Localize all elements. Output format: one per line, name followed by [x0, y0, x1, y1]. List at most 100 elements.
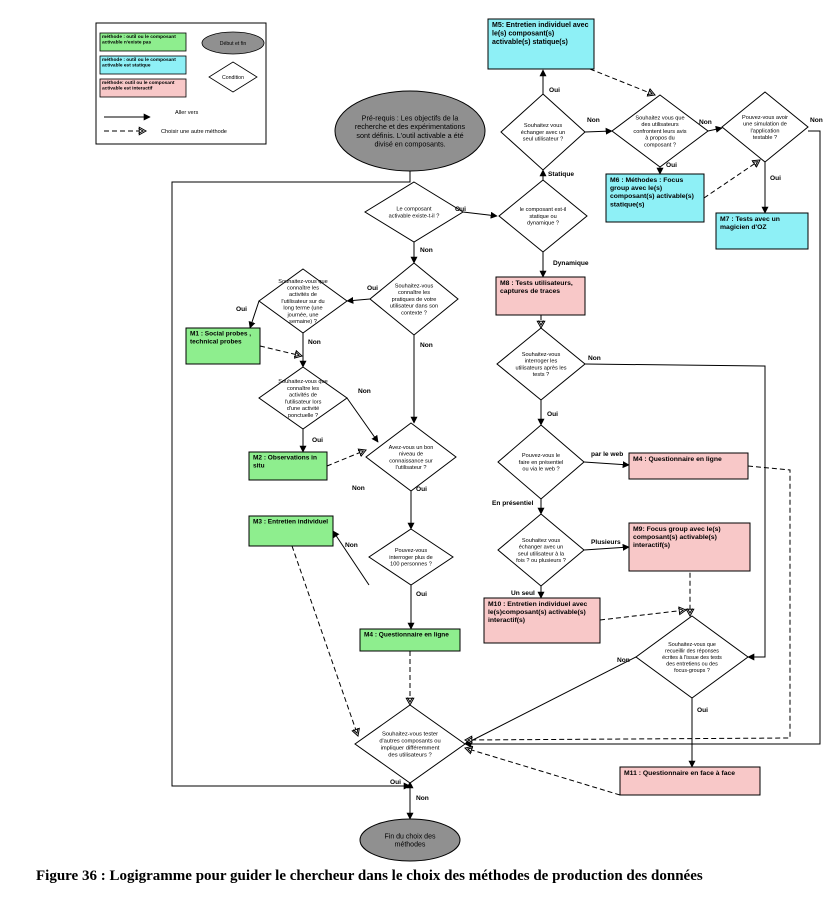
label-confront-oui: Oui	[666, 162, 677, 169]
legend-diamond	[208, 61, 258, 93]
label-interview-oui: Oui	[547, 411, 558, 418]
method-box-m3: M3 : Entretien individuel	[248, 515, 334, 547]
method-box-m9: M9: Focus group avec le(s)composant(s) a…	[628, 522, 751, 572]
label-punctual-non: Non	[358, 388, 371, 395]
dashed-m4r-test	[465, 465, 791, 740]
arrow-written-non	[464, 656, 637, 745]
dashed-m5-confront	[589, 68, 655, 95]
edge-labels: OuiNonStatiqueOuiNonOuiNonOuiNonDynamiqu…	[236, 87, 823, 802]
legend-swatch-green	[99, 32, 187, 52]
legend-swatch-cyan	[99, 55, 187, 75]
legend-oval-text: Début et fin	[220, 41, 247, 47]
dashed-m1-punctual	[259, 345, 302, 356]
label-par-le-web: par le web	[591, 451, 623, 458]
method-text-m8: M8 : Tests utilisateurs,captures de trac…	[500, 280, 573, 295]
dashed-m10-written	[599, 610, 686, 621]
method-text-m9: M9: Focus group avec le(s)composant(s) a…	[633, 526, 721, 549]
label-long-non: Non	[308, 339, 321, 346]
method-text-m3: M3 : Entretien individuel	[253, 519, 328, 526]
label-un-seul: Un seul	[511, 590, 535, 597]
dashed-m11-test	[465, 748, 621, 796]
legend-swatch-pink	[99, 78, 187, 98]
arrow-exists-oui	[462, 211, 498, 219]
arrow-web	[583, 461, 630, 469]
label-test-other-non: Non	[416, 795, 429, 802]
label-exists-oui: Oui	[455, 206, 466, 213]
label-punctual-oui: Oui	[312, 437, 323, 444]
label-en-presentiel: En présentiel	[492, 500, 534, 507]
method-box-m1: M1 : Social probes ,technical probes	[185, 327, 261, 365]
method-box-m4_left: M4 : Questionnaire en ligne	[359, 628, 461, 652]
method-text-m1: M1 : Social probes ,technical probes	[190, 331, 251, 346]
method-box-m4_right: M4 : Questionnaire en ligne	[628, 452, 749, 480]
method-text-m11: M11 : Questionnaire en face à face	[624, 770, 735, 777]
label-written-oui: Oui	[697, 707, 708, 714]
label-sim-non: Non	[810, 117, 823, 124]
label-plusieurs: Plusieurs	[591, 539, 621, 546]
label-100-non: Non	[345, 542, 358, 549]
dashed-m3-test	[291, 545, 358, 736]
connectors	[171, 68, 821, 820]
arrow-practices-oui	[346, 296, 371, 304]
arrow-confront-non	[707, 125, 723, 133]
arrow-exchange-non	[584, 127, 613, 135]
label-interview-non: Non	[588, 355, 601, 362]
dashed-m2-knowledge	[326, 450, 366, 467]
legend-oval	[201, 31, 265, 55]
label-knowledge-non: Non	[352, 485, 365, 492]
dashed-m6-sim	[703, 160, 760, 199]
legend-diamond-text: Condition	[222, 75, 244, 81]
label-test-other-oui: Oui	[390, 779, 401, 786]
arrow-sim-non	[464, 130, 821, 748]
label-dynamique: Dynamique	[553, 260, 589, 267]
label-practices-oui: Oui	[367, 285, 378, 292]
label-confront-non: Non	[699, 119, 712, 126]
method-box-m8: M8 : Tests utilisateurs,captures de trac…	[495, 276, 586, 316]
method-box-m11: M11 : Questionnaire en face à face	[619, 766, 761, 796]
method-text-m4_left: M4 : Questionnaire en ligne	[364, 632, 449, 639]
